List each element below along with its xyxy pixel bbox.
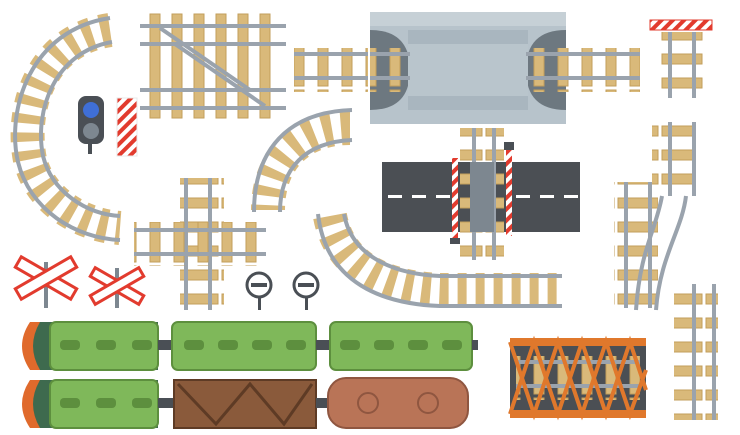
curved-track-small	[251, 108, 353, 213]
freight-car	[173, 379, 317, 429]
round-sign-left	[245, 271, 273, 310]
curved-track-large	[10, 13, 122, 245]
short-vertical-track	[660, 32, 704, 98]
vertical-track-bottom-right	[674, 284, 718, 420]
straight-track-right	[566, 48, 640, 92]
barrier-gate	[649, 19, 713, 31]
crossbuck-sign-right	[88, 265, 146, 308]
passenger-car-1	[171, 321, 317, 371]
railroad-crossing	[382, 128, 580, 260]
locomotive-bottom	[22, 379, 159, 429]
tunnel	[370, 12, 566, 124]
locomotive-top	[22, 321, 159, 371]
s-curve-track	[313, 211, 562, 308]
cross-track	[134, 178, 266, 310]
round-sign-right	[292, 271, 320, 310]
switch-track-right	[614, 122, 696, 311]
switch-track	[140, 13, 286, 119]
tank-car	[327, 377, 469, 429]
passenger-car-2	[329, 321, 478, 371]
straight-track-left	[294, 48, 368, 92]
traffic-signal	[78, 96, 104, 154]
striped-post	[116, 97, 138, 157]
crossbuck-sign-left	[13, 254, 79, 308]
bridge	[508, 335, 648, 421]
